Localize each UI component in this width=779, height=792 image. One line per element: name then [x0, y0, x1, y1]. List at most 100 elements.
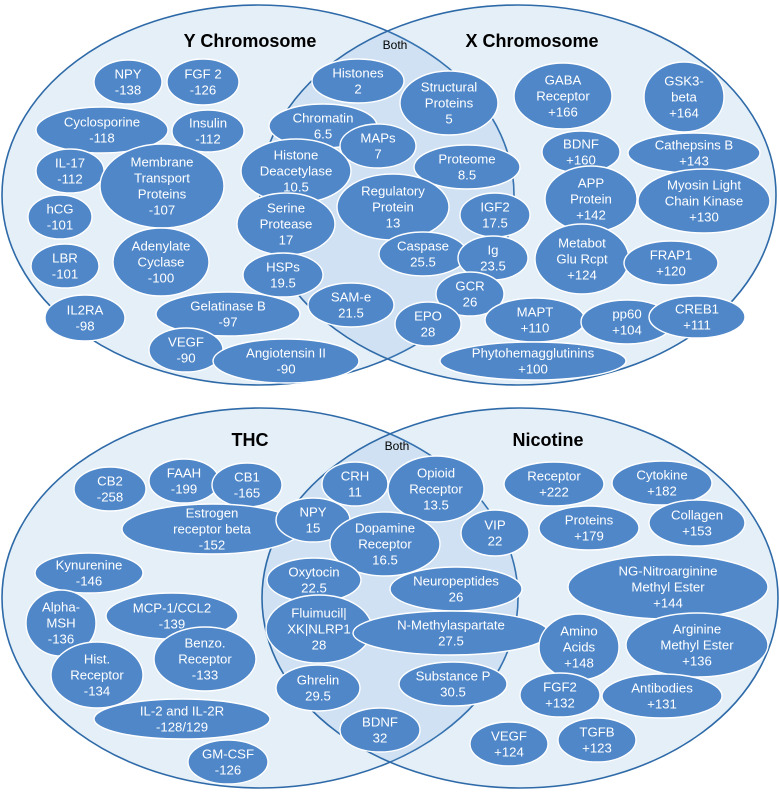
bubble-proteins: Proteins+179 — [538, 505, 640, 551]
bubble-shape-tgfb — [557, 717, 637, 763]
bubble-shape-histones — [311, 58, 405, 104]
bubble-il2ra: IL2RA-98 — [44, 294, 126, 342]
bubble-label-mcp-1-ccl2: MCP-1/CCL2 — [133, 601, 211, 616]
bubble-label-cytokine: +182 — [647, 484, 677, 499]
bubble-label-membrane-transport-proteins: Proteins — [138, 187, 187, 202]
bubble-label-cathepsins-b: +143 — [679, 154, 709, 169]
bubble-label-caspase: 25.5 — [410, 255, 436, 270]
bubble-label-gelatinase-b: Gelatinase B — [190, 299, 266, 314]
bubble-label-alpha-msh: -136 — [48, 632, 74, 647]
bubble-receptor: Receptor+222 — [503, 461, 605, 507]
bubble-shape-phytohemagglutinins — [439, 341, 627, 381]
bubble-label-cathepsins-b: Cathepsins B — [655, 138, 734, 153]
bubble-label-cyclosporine: Cyclosporine — [64, 115, 140, 130]
bubble-label-epo: EPO — [414, 309, 442, 324]
bubble-gm-csf: GM-CSF-126 — [187, 739, 269, 785]
bubble-label-structural-proteins: Proteins — [425, 96, 474, 111]
bubble-label-histones: 2 — [354, 82, 361, 97]
bubble-label-app-protein: APP — [578, 176, 605, 191]
bubble-shape-cb2 — [73, 466, 147, 512]
bubble-shape-substance-p — [398, 661, 508, 707]
bubble-label-proteins: +179 — [574, 529, 604, 544]
bubble-shape-proteome — [413, 144, 521, 190]
bubble-label-il-17: -112 — [57, 172, 82, 187]
bubble-label-maps: MAPs — [360, 131, 396, 146]
bubble-cytokine: Cytokine+182 — [611, 460, 713, 506]
bubble-label-regulatory-protein: 13 — [386, 216, 401, 231]
bubble-shape-il-2-and-il-2r — [93, 698, 271, 740]
bubble-label-maps: 7 — [374, 147, 381, 162]
bubble-label-adenylate-cyclase: Cyclase — [138, 255, 185, 270]
bubble-shape-opioid-receptor — [387, 455, 485, 523]
bubble-label-angiotensin-ii: Angiotensin II — [246, 346, 326, 361]
bubble-label-serine-protease: Serine — [267, 201, 305, 216]
bubble-label-tgfb: +123 — [582, 741, 612, 756]
venn-top: Y Chromosome X Chromosome Both NPY-138FG… — [1, 4, 777, 386]
bubble-shape-vegf — [469, 721, 549, 767]
bubble-label-serine-protease: 17 — [279, 233, 294, 248]
bubble-label-ng-nitroarginine-methyl-ester: +144 — [653, 596, 683, 611]
bubble-label-bdnf: BDNF — [362, 715, 398, 730]
bubble-label-crh: CRH — [341, 469, 370, 484]
bubble-shape-hsps — [242, 252, 324, 298]
bubble-label-il-2-and-il-2r: IL-2 and IL-2R — [140, 704, 224, 719]
bubble-label-benzo-receptor: Receptor — [178, 652, 232, 667]
bubble-cathepsins-b: Cathepsins B+143 — [627, 132, 761, 174]
bubble-shape-il2ra — [44, 294, 126, 342]
bubble-shape-structural-proteins — [399, 70, 499, 136]
bubble-shape-benzo-receptor — [153, 626, 257, 692]
bubble-label-myosin-light-chain-kinase: Myosin Light — [667, 178, 741, 193]
bubble-label-fgf2: +132 — [545, 696, 575, 711]
bubble-shape-gm-csf — [187, 739, 269, 785]
bubble-label-arginine-methyl-ester: Arginine — [673, 622, 721, 637]
bubble-label-serine-protease: Protease — [260, 217, 313, 232]
bubble-sam-e: SAM-e21.5 — [307, 282, 395, 328]
bubble-lbr: LBR-101 — [30, 243, 100, 289]
bubble-label-structural-proteins: Structural — [421, 80, 478, 95]
bubble-label-vegf: +124 — [494, 745, 524, 760]
bubble-label-creb1: CREB1 — [675, 302, 719, 317]
bubble-label-antibodies: Antibodies — [631, 681, 693, 696]
bubble-label-ng-nitroarginine-methyl-ester: NG-Nitroarginine — [619, 564, 718, 579]
bubble-label-oxytocin: Oxytocin — [288, 565, 339, 580]
bubble-label-membrane-transport-proteins: Membrane — [130, 155, 193, 170]
bubble-label-histone-deacetylase: Histone — [274, 148, 319, 163]
bubble-creb1: CREB1+111 — [648, 295, 746, 339]
bubble-label-insulin: Insulin — [189, 116, 227, 131]
bubble-label-caspase: Caspase — [397, 239, 449, 254]
bubble-label-sam-e: SAM-e — [331, 290, 371, 305]
bubble-label-faah: FAAH — [167, 466, 201, 481]
bubble-label-phytohemagglutinins: Phytohemagglutinins — [472, 346, 595, 361]
bubble-label-alpha-msh: MSH — [46, 616, 75, 631]
bubble-label-il-2-and-il-2r: -128/129 — [156, 720, 208, 735]
bubble-label-hcg: -101 — [47, 218, 73, 233]
bubble-label-collagen: +153 — [682, 524, 712, 539]
bubble-label-receptor: +222 — [539, 485, 569, 500]
bubble-label-benzo-receptor: -133 — [192, 668, 218, 683]
bubble-shape-arginine-methyl-ester — [625, 612, 769, 678]
bubble-shape-npy — [93, 59, 163, 105]
bubble-npy: NPY-138 — [93, 59, 163, 105]
bubble-label-opioid-receptor: Receptor — [409, 482, 463, 497]
bubble-label-arginine-methyl-ester: +136 — [682, 654, 712, 669]
bubble-shape-receptor — [503, 461, 605, 507]
bubble-fgf2: FGF2+132 — [519, 672, 601, 718]
bubble-vegf: VEGF+124 — [469, 721, 549, 767]
bubble-label-dopamine-receptor: Receptor — [358, 537, 412, 552]
bubble-label-opioid-receptor: 13.5 — [423, 498, 449, 513]
bubble-label-hist-receptor: Hist. — [84, 652, 110, 667]
bubble-shape-kynurenine — [34, 552, 144, 594]
bubble-label-vip: 22 — [488, 534, 503, 549]
bubble-label-gaba-receptor: GABA — [545, 73, 582, 88]
bubble-shape-hist-receptor — [50, 641, 144, 709]
bubble-benzo-receptor: Benzo.Receptor-133 — [153, 626, 257, 692]
